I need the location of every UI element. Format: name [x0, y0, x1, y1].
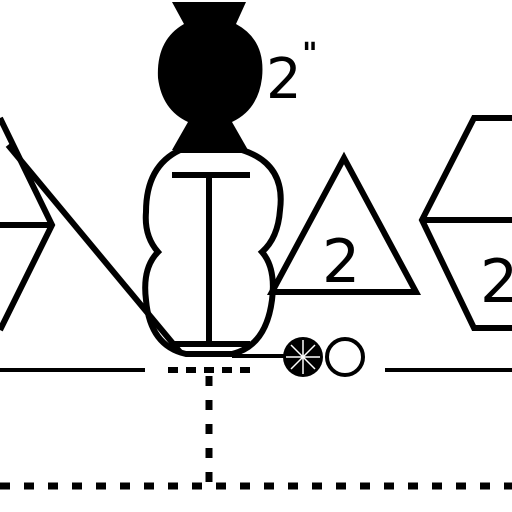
center-triangle-symbol [266, 151, 422, 295]
column-body-shape [142, 147, 284, 357]
triangle-value: 2 [322, 227, 360, 297]
top-dimension-mark: " [302, 37, 318, 72]
left-triangle-symbol [0, 116, 56, 332]
hexagon-lower-value: 2 [480, 247, 512, 317]
open-circle-icon [325, 337, 365, 377]
top-cap-shape [157, 2, 263, 150]
right-hexagon-symbol [418, 115, 512, 331]
top-dimension-value: 2 [266, 47, 302, 112]
filled-circle-weld-symbol-icon [283, 337, 323, 377]
